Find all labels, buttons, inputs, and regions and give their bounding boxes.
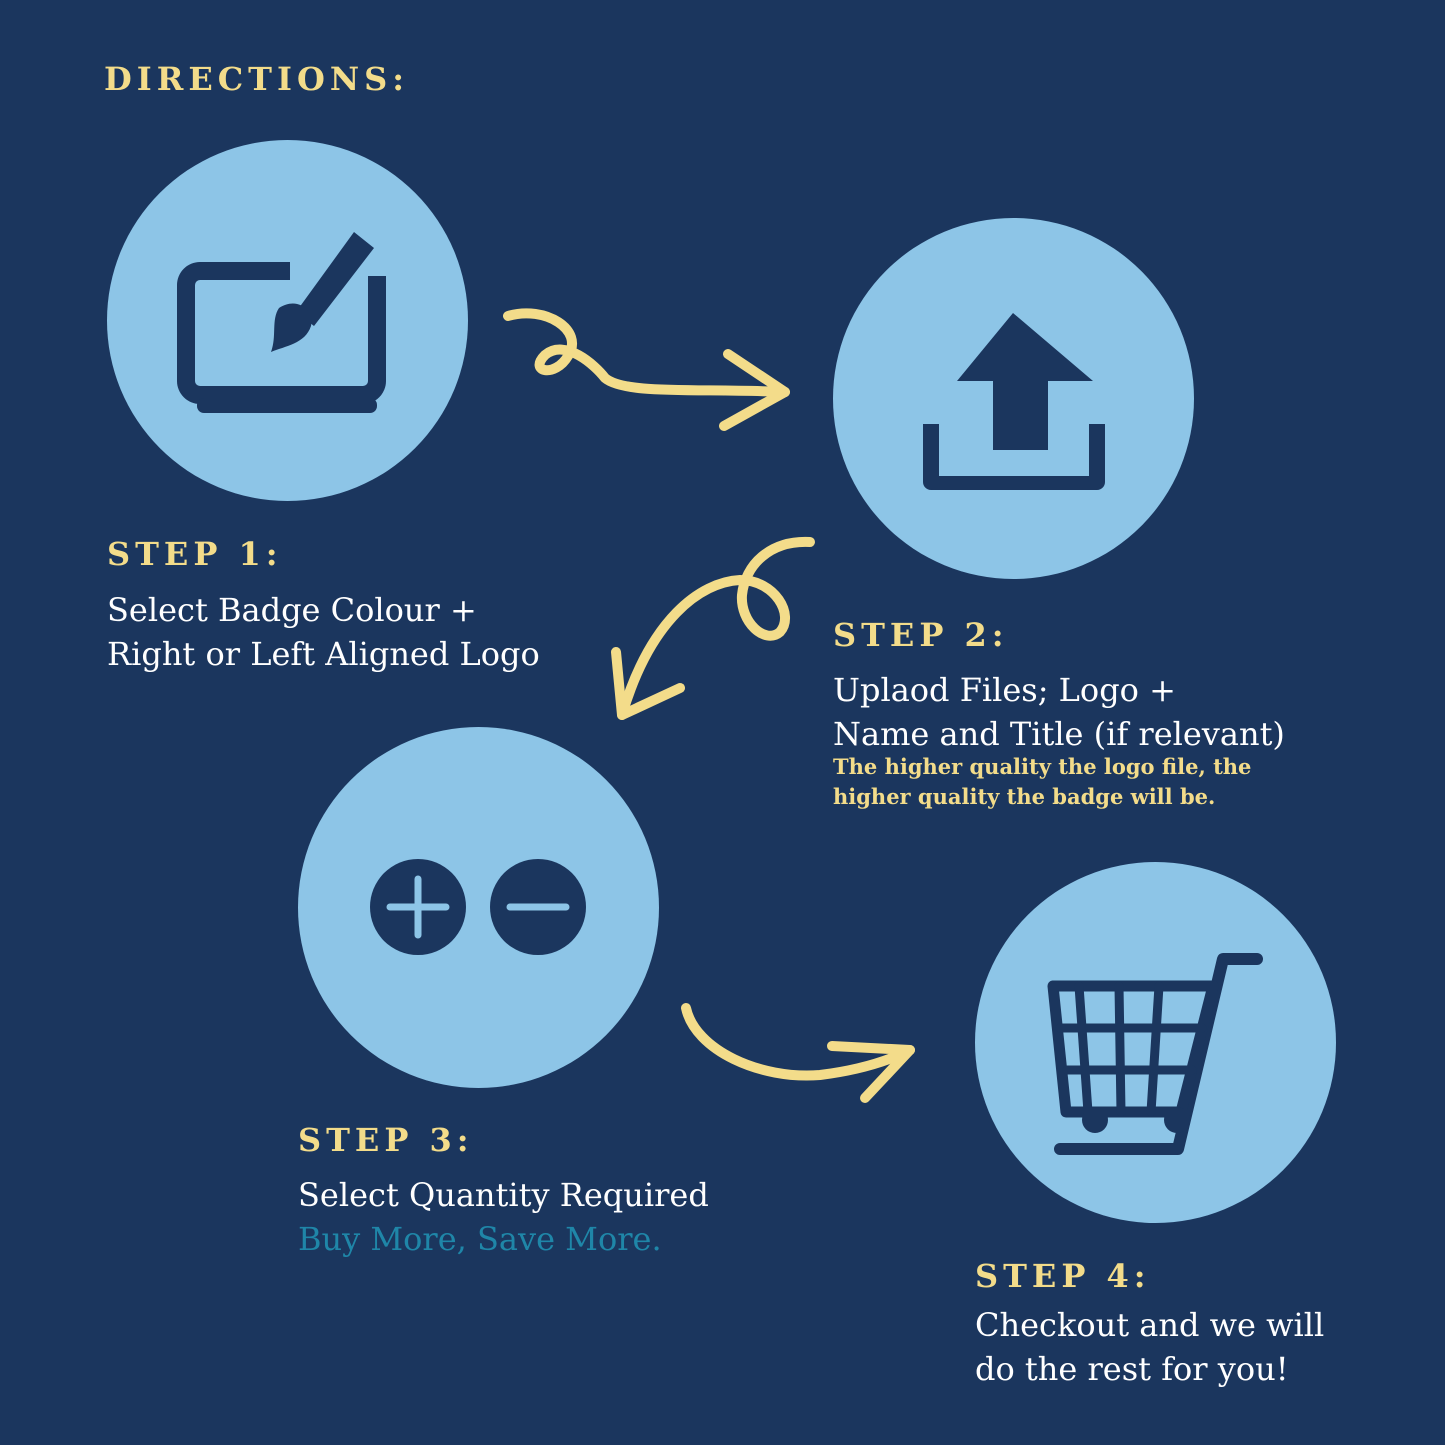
step1-line: Right or Left Aligned Logo xyxy=(107,635,540,673)
page-title: DIRECTIONS: xyxy=(104,60,409,98)
upload-icon xyxy=(923,313,1105,490)
step4-circle xyxy=(975,862,1336,1223)
minus-icon xyxy=(490,859,586,955)
step3-line: Select Quantity Required xyxy=(298,1176,709,1214)
laptop-paintbrush-icon xyxy=(177,232,386,413)
step4-line: Checkout and we will xyxy=(975,1306,1325,1344)
step3-circle xyxy=(298,727,659,1088)
step2-line: Uplaod Files; Logo + xyxy=(833,671,1176,709)
step1-heading: STEP 1: xyxy=(107,535,283,573)
step3-highlight: Buy More, Save More. xyxy=(298,1220,662,1258)
arrow-step3-to-step4 xyxy=(681,1003,915,1081)
step2-circle xyxy=(833,218,1194,579)
shopping-cart-icon xyxy=(1047,953,1263,1155)
plus-icon xyxy=(370,859,466,955)
step3-description: Select Quantity Required Buy More, Save … xyxy=(298,1173,709,1261)
step4-description: Checkout and we will do the rest for you… xyxy=(975,1303,1324,1391)
step2-line: Name and Title (if relevant) xyxy=(833,715,1285,753)
arrow-head-step1 xyxy=(719,349,790,431)
arrow-head-step2 xyxy=(611,647,685,720)
step1-description: Select Badge Colour + Right or Left Alig… xyxy=(107,588,540,676)
plus-minus-icon xyxy=(370,859,586,955)
step2-heading: STEP 2: xyxy=(833,616,1009,654)
step1-circle xyxy=(107,140,468,501)
step2-note-line: The higher quality the logo file, the xyxy=(833,754,1252,779)
step1-line: Select Badge Colour + xyxy=(107,591,477,629)
arrow-step2-to-step3 xyxy=(617,536,815,720)
step4-line: do the rest for you! xyxy=(975,1350,1289,1388)
step4-heading: STEP 4: xyxy=(975,1257,1151,1295)
step2-note: The higher quality the logo file, the hi… xyxy=(833,752,1251,812)
step2-description: Uplaod Files; Logo + Name and Title (if … xyxy=(833,668,1285,756)
arrow-head-step3 xyxy=(827,1041,915,1103)
step3-heading: STEP 3: xyxy=(298,1121,474,1159)
arrow-step1-to-step2 xyxy=(503,308,790,397)
step2-note-line: higher quality the badge will be. xyxy=(833,784,1216,809)
